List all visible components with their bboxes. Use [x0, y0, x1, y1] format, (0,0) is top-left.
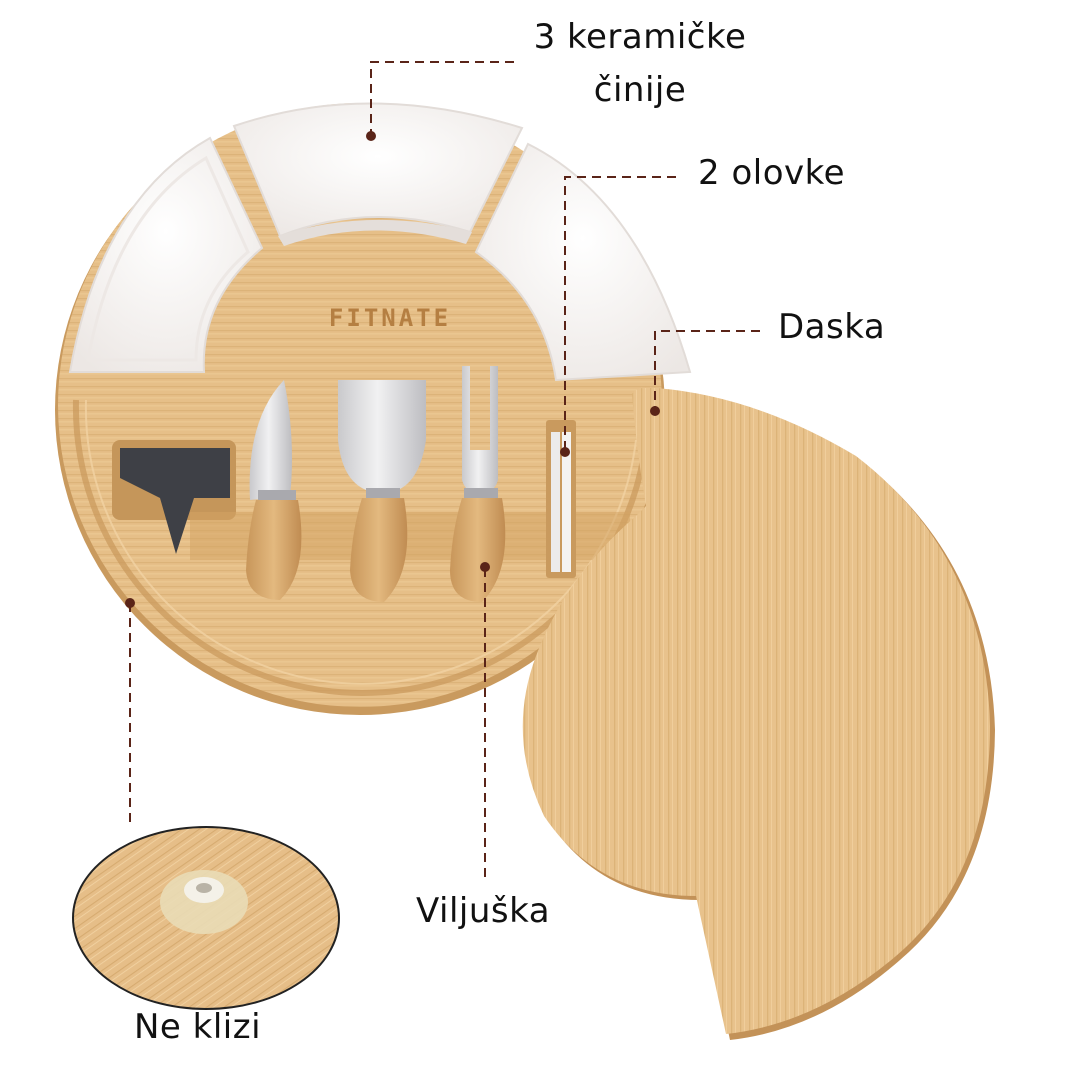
non-slip-foot-inset: [72, 826, 340, 1010]
callout-dots: [125, 131, 660, 608]
callout-ceramic-line1: 3 keramičke: [533, 17, 747, 57]
chalk-markers: [546, 420, 576, 578]
callout-cutting-board: Daska: [778, 307, 886, 347]
callout-non-slip: Ne klizi: [134, 1007, 262, 1047]
callout-lines: [129, 61, 760, 880]
callout-ceramic-line2: činije: [593, 69, 687, 110]
cheese-fork: [450, 366, 506, 602]
callout-line-ceramic: [370, 61, 514, 134]
callout-ceramic-bowls: 3 keramičke činije: [530, 16, 750, 111]
callout-line-board: [654, 330, 760, 410]
callout-chalk-markers: 2 olovke: [698, 153, 846, 193]
cheese-knife-pointed: [246, 380, 302, 600]
cheese-knife-spatula: [338, 380, 426, 602]
callout-line-markers: [564, 176, 676, 452]
cutting-board: [522, 388, 995, 1040]
ceramic-bowls: [68, 102, 692, 382]
callout-fork: Viljuška: [416, 891, 551, 931]
slate-label: [112, 440, 236, 554]
brand-engraving: FITNATE: [329, 304, 451, 332]
